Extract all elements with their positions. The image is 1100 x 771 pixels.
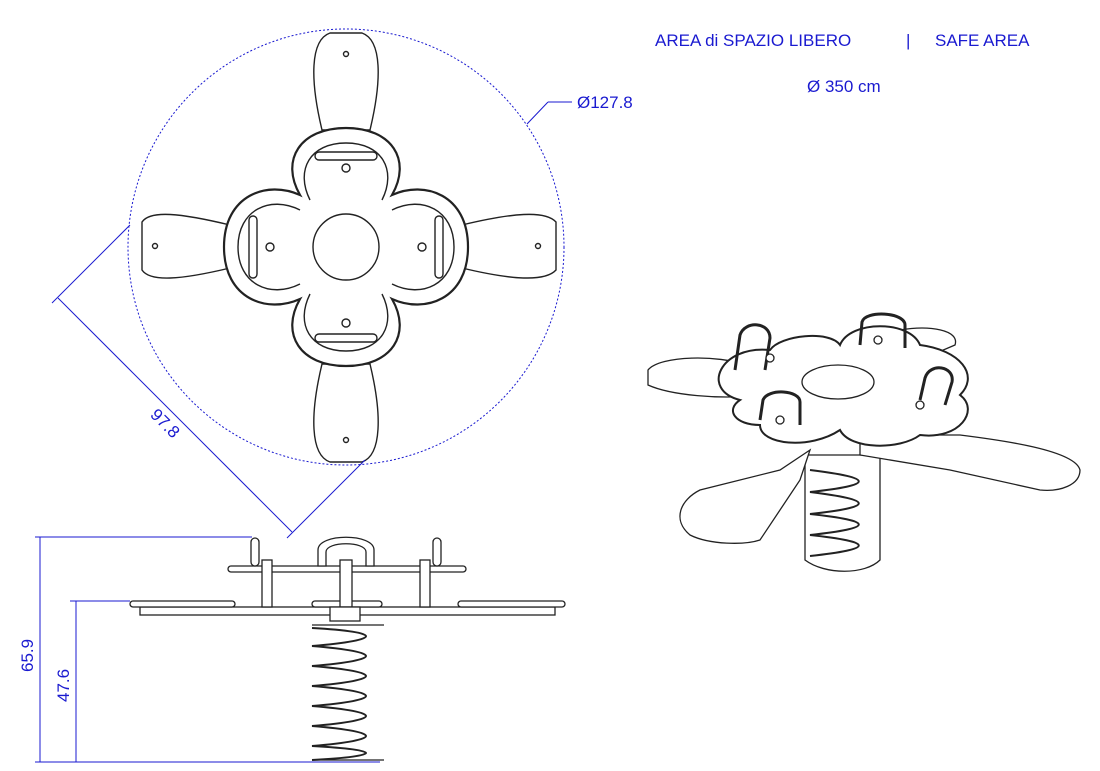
- dimension-heights: [35, 536, 380, 763]
- safe-area-title-it: AREA di SPAZIO LIBERO: [655, 31, 852, 50]
- center-disc: [312, 213, 380, 281]
- seat-petal-bottom: [313, 363, 379, 463]
- iso-arm-front: [679, 448, 812, 544]
- iso-view: [647, 312, 1081, 572]
- seat-petal-right: [461, 213, 557, 279]
- overall-diameter-label: Ø127.8: [577, 93, 633, 112]
- top-view: [127, 28, 565, 466]
- safe-area-diameter: Ø 350 cm: [807, 77, 881, 96]
- iso-center-disc: [801, 364, 875, 400]
- seat-petal-top: [313, 32, 379, 131]
- total-height-label: 65.9: [18, 638, 37, 672]
- dimension-diagonal: [51, 101, 572, 539]
- side-view: [129, 536, 566, 761]
- title-separator: |: [906, 31, 911, 50]
- spring: [311, 627, 367, 761]
- safe-area-circle: [127, 28, 565, 466]
- safe-area-title-en: SAFE AREA: [935, 31, 1030, 50]
- seat-petal-left: [141, 213, 231, 279]
- seat-height-label: 47.6: [54, 668, 73, 702]
- iso-arm-right: [859, 434, 1081, 491]
